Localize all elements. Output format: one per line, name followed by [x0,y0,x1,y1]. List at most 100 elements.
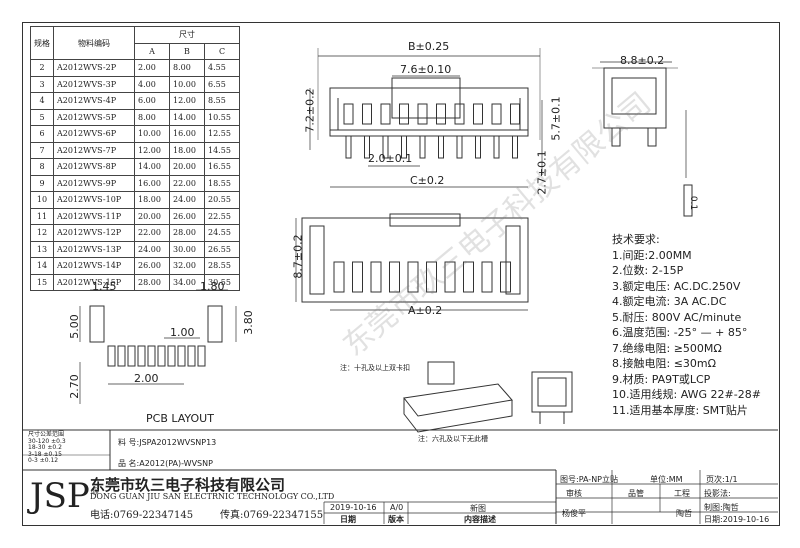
tolerance-row: 3-18 ±0.15 [28,450,62,458]
dim-0-1: 0.1 [688,195,699,211]
header-spec: 规格 [30,26,54,60]
front-pin [419,135,426,159]
front-pin [493,135,500,159]
tolerance-title: 尺寸公差范围 [28,431,65,438]
tech-note-item: 7.绝缘电阻: ≥500MΩ [612,341,722,355]
title-date: 日期:2019-10-16 [704,515,770,524]
dim-b: B±0.25 [408,40,450,53]
top-view-contacts [333,261,511,293]
iso-note-top: 注：十孔及以上双卡扣 [340,364,410,372]
pcb-title: PCB LAYOUT [146,412,214,425]
rev-h-version: 版本 [388,515,404,524]
dim-a: A±0.2 [408,304,443,317]
tech-note-item: 4.额定电流: 3A AC.DC [612,295,727,308]
pcb-dim-5-00: 5.00 [67,314,81,339]
front-pin-window [380,103,391,125]
pcb-signal-pad [137,345,146,367]
tolerance-row: 0-3 ±0.12 [28,457,59,464]
tech-note-item: 2.位数: 2-15P [612,264,684,277]
dim-5-7: 5.7±0.1 [549,96,563,141]
pcb-anchor-pad-right [207,305,223,343]
top-contact [426,261,437,293]
tech-note-item: 10.适用线规: AWG 22#-28# [612,388,761,401]
pcb-signal-pad [177,345,186,367]
jsp-logo: JSP® [30,476,100,516]
pcb-signal-pad [127,345,136,367]
header-part-no: 物料编码 [53,26,135,60]
contact-detail [683,184,693,217]
pcb-signal-pad [157,345,166,367]
top-contact [352,261,363,293]
iso-sketch-small [531,371,573,424]
front-pin-window [510,103,520,125]
dim-7-6: 7.6±0.10 [400,63,452,76]
pcb-signal-pad [167,345,176,367]
table-cell: 18.55 [204,174,240,192]
front-view-body [329,87,529,137]
tolerance-row: 18-30 ±0.2 [28,444,62,451]
rev-h-date: 日期 [340,515,356,524]
rev-h-desc: 内容描述 [464,515,496,524]
table-cell: 16.55 [204,158,240,176]
top-contact [481,261,493,293]
top-contact [370,261,382,293]
company-fax: 传真:0769-22347155 [220,510,324,521]
front-pin-window [399,103,409,125]
page-no: 页次:1/1 [706,475,738,484]
front-view-center-boss [391,77,461,119]
iso-sketch-main [403,361,513,433]
top-contact [333,261,345,293]
pcb-signal-pad [197,345,206,367]
maker: 制图:陶哲 [704,503,739,512]
review-label: 审核 [566,489,582,498]
dim-c: C±0.2 [410,174,445,187]
front-pin-window [491,103,502,125]
pcb-signal-pad [147,345,156,367]
tech-note-item: 8.接触电阻: ≤30mΩ [612,357,717,370]
pcb-dim-2-70: 2.70 [67,374,81,399]
tech-note-item: 5.耐压: 800V AC/minute [612,310,742,324]
front-view-pins [343,103,520,159]
front-pin-window [436,103,446,125]
signer: 杨俊平 [562,509,586,518]
drawing-frame [22,22,780,526]
pcb-signal-pad [117,345,126,367]
front-pin-window [362,103,372,125]
pcb-dim-2-00: 2.00 [134,372,159,385]
tech-note-item: 11.适用基本厚度: SMT贴片 [612,403,748,417]
front-pin-window [473,103,483,125]
rev-date: 2019-10-16 [330,503,377,512]
front-pin-window [417,103,428,125]
company-en: DONG GUAN JIU SAN ELECTRNIC TECHNOLOGY C… [90,492,335,501]
front-pin [475,135,481,159]
pcb-signal-pad [107,345,116,367]
pcb-pads [89,305,223,367]
front-pin [382,135,389,159]
projection-label: 投影法: [704,489,731,498]
tech-note-item: 9.材质: PA9T或LCP [612,372,711,386]
dim-8-8: 8.8±0.2 [620,54,665,67]
top-contact [463,261,474,293]
pcb-dim-1-80: 1.80 [200,280,225,293]
company-tel: 电话:0769-22347145 [90,510,194,521]
material-name: 品 名:A2012(PA)-WVSNP [118,459,213,468]
material-part-no: 料 号:JSPA2012WVSNP13 [118,438,217,447]
company-cn: 东莞市玖三电子科技有限公司 [90,476,286,494]
front-pin [438,135,444,159]
tolerance-row: 30-120 ±0.3 [28,437,66,445]
tech-note-item: 1.间距:2.00MM [612,248,692,262]
eng-label: 工程 [674,489,690,498]
pcb-dim-1-00: 1.00 [170,326,195,339]
